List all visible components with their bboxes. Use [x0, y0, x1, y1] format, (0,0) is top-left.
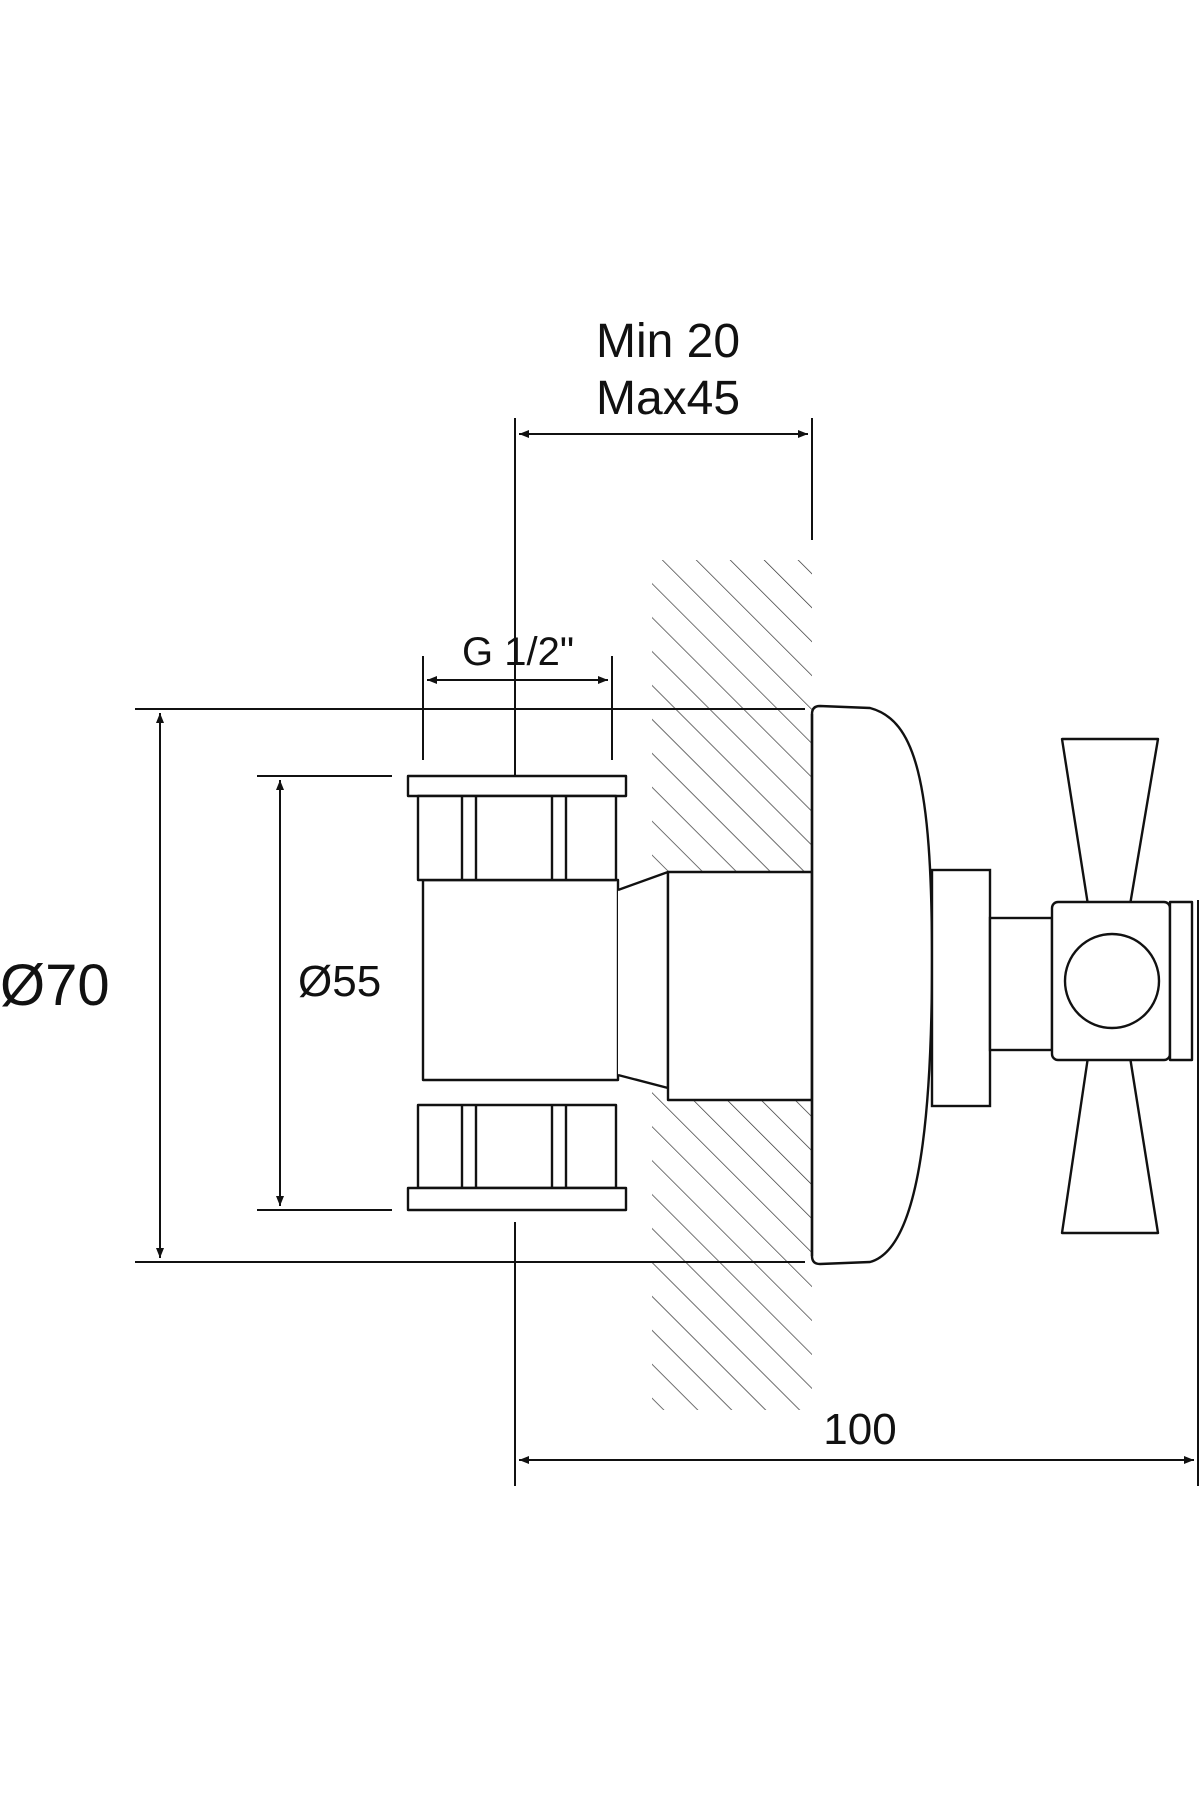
valve-body: [406, 774, 814, 1212]
inner-diameter-dimension: [257, 775, 392, 1211]
length-dimension: [514, 900, 1199, 1486]
cover-plate: [810, 704, 934, 1266]
length-label: 100: [823, 1405, 896, 1454]
outer-diameter-label: Ø70: [0, 953, 110, 1018]
depth-max-label: Max45: [596, 372, 740, 425]
stem-collar: [930, 868, 1054, 1108]
depth-dimension: [514, 418, 813, 780]
inner-diameter-label: Ø55: [298, 957, 381, 1006]
thread-label: G 1/2": [462, 630, 574, 674]
outer-diameter-dimension: [135, 708, 805, 1263]
depth-min-label: Min 20: [596, 315, 740, 368]
cross-handle: [1050, 737, 1194, 1235]
